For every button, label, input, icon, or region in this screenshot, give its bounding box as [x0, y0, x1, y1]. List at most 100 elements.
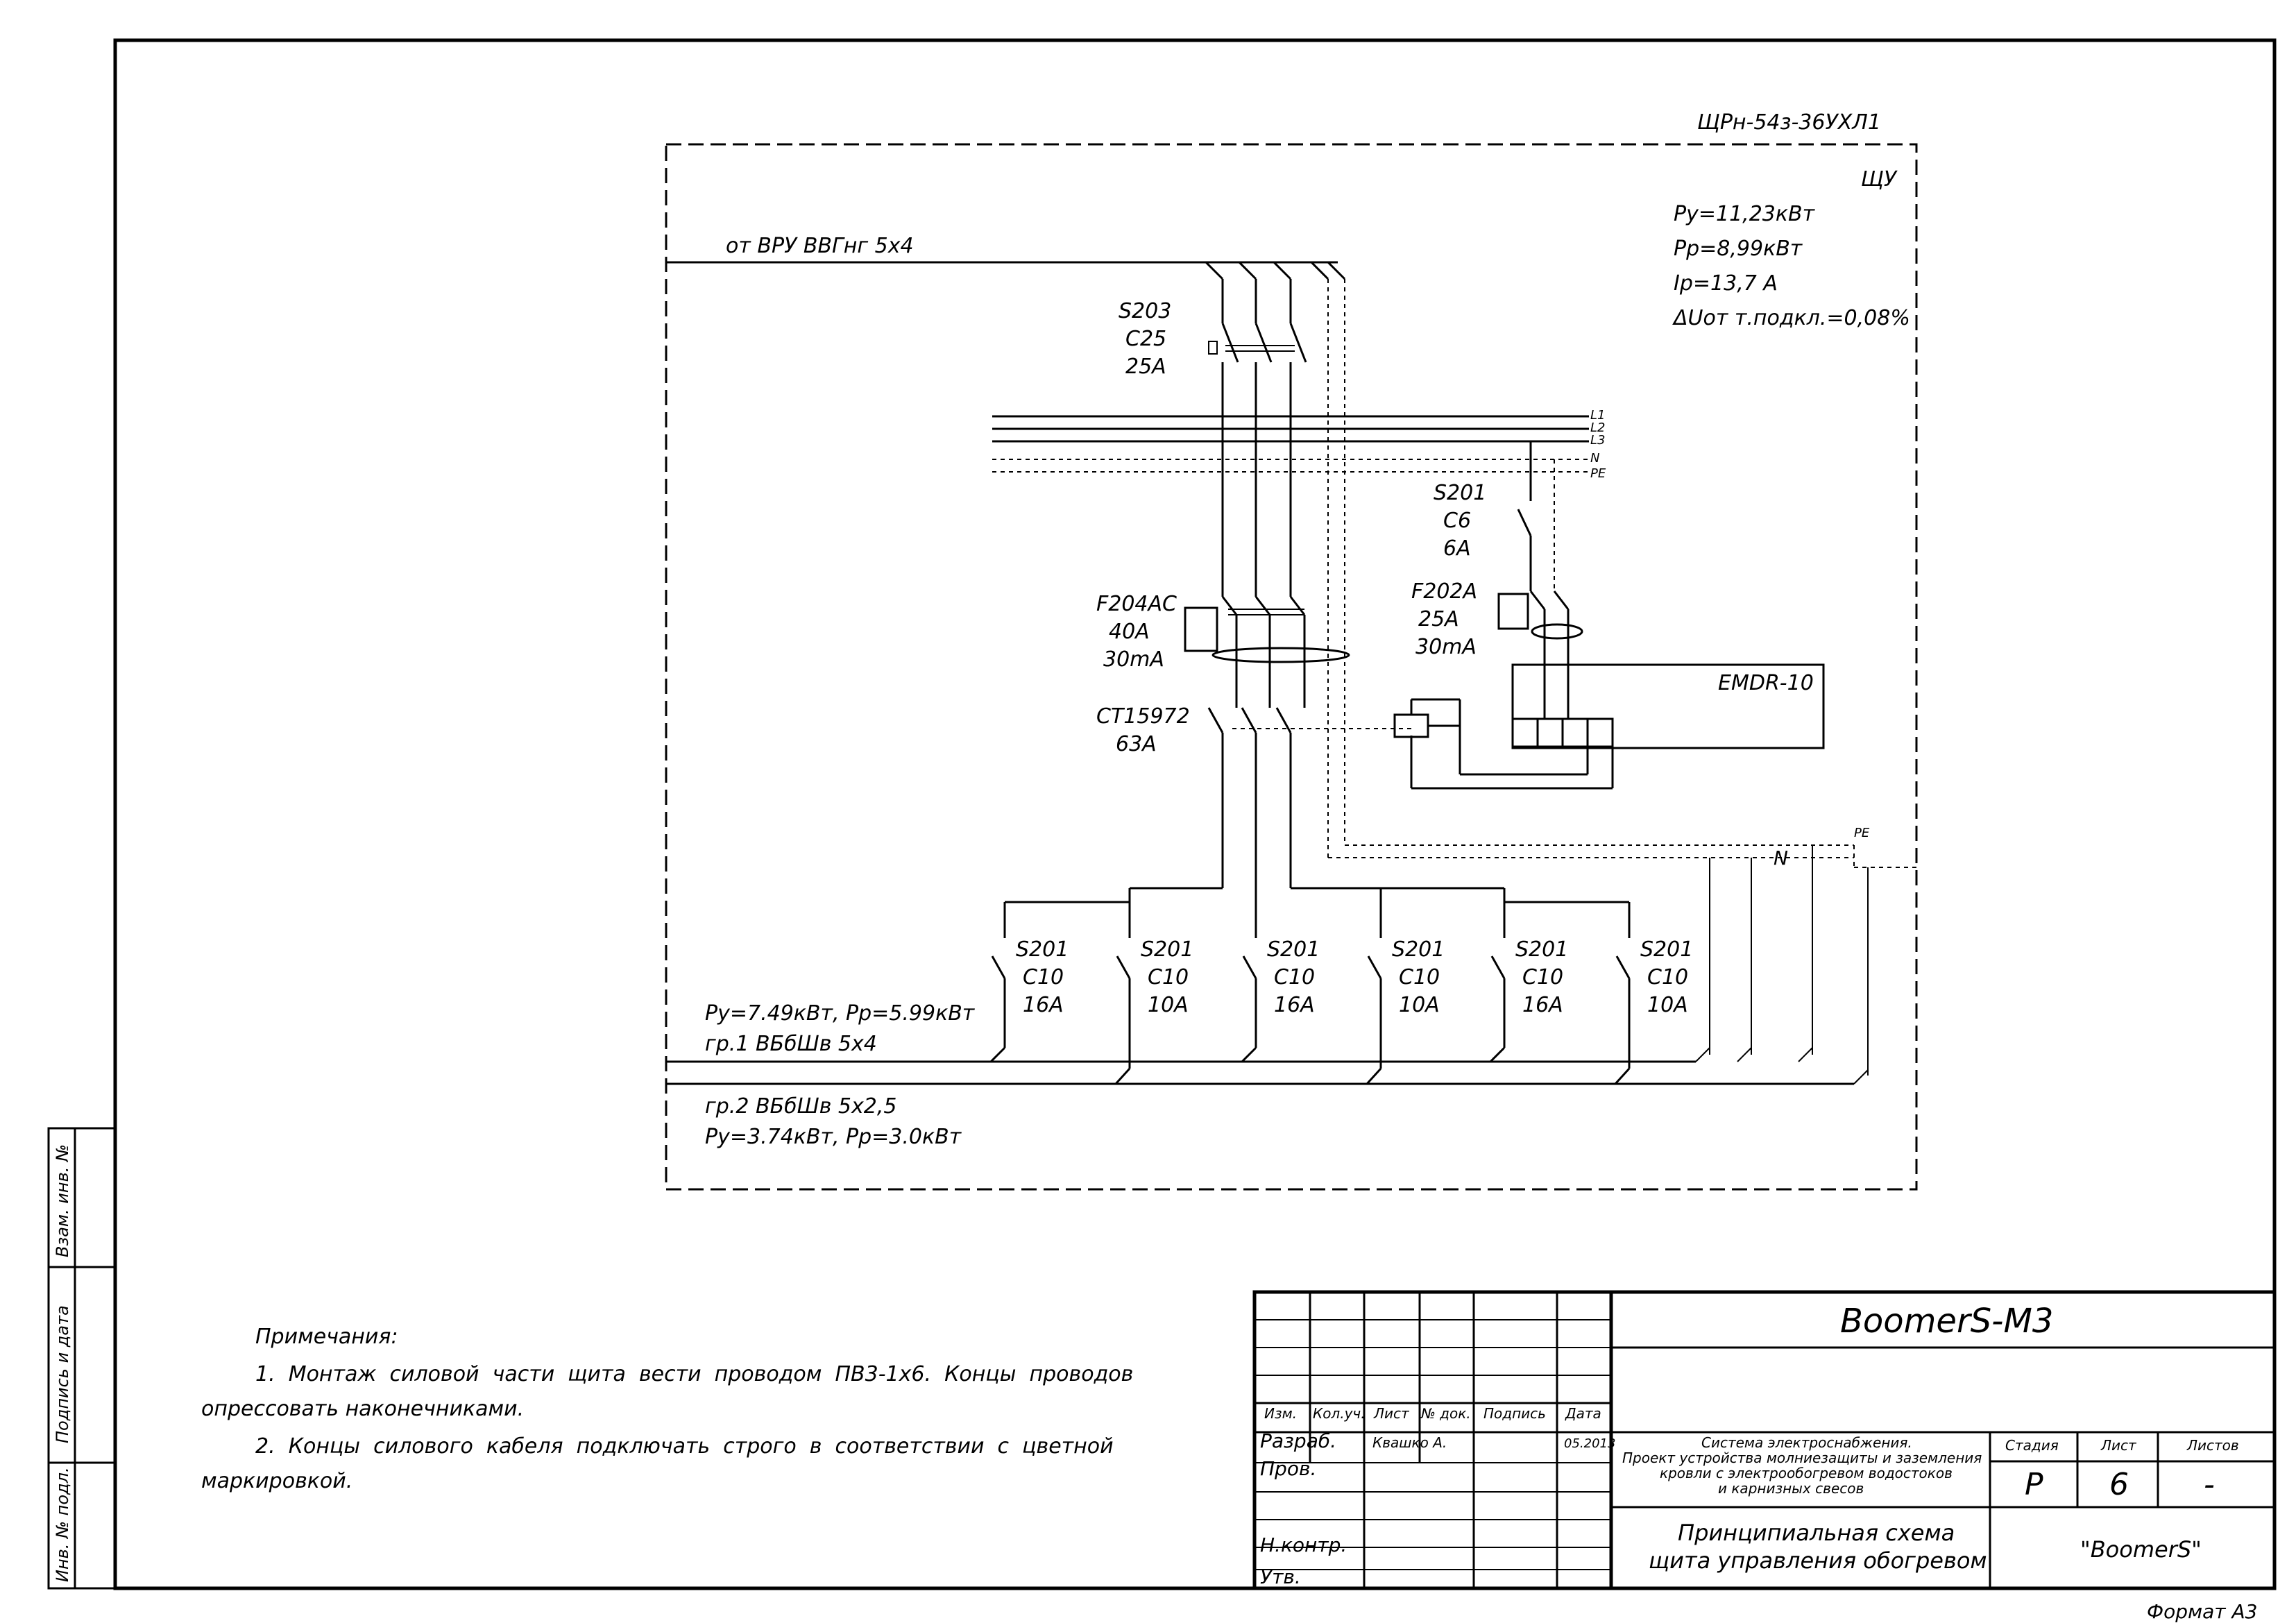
header-list: Лист: [1373, 1405, 1410, 1422]
breaker-4-rating: 10A: [1399, 993, 1440, 1017]
breaker-4-curve: C10: [1399, 965, 1440, 989]
bus-pe: PE: [1590, 466, 1606, 481]
notes-line-1b: опрессовать наконечниками.: [201, 1397, 524, 1421]
outgoing-breaker-2: S201 C10 10A: [1114, 920, 1193, 1085]
main-rcd-name: F204AC: [1096, 592, 1177, 616]
stage-header: Стадия: [2005, 1437, 2059, 1454]
aux-rcd-name: F202A: [1411, 579, 1477, 604]
outgoing-breaker-5: S201 C10 16A: [1489, 920, 1568, 1063]
title-block: BoomerS-M3 Изм. Кол.уч. Лист № док. Подп…: [1252, 1290, 2277, 1590]
sheet-header: Лист: [2100, 1437, 2137, 1454]
sheets-value: -: [2204, 1467, 2215, 1502]
pe-bus-label: PE: [1854, 826, 1870, 840]
panel-code: ЩРн-54з-36УХЛ1: [1697, 110, 1881, 135]
bus-n: N: [1590, 451, 1599, 466]
contactor: CT15972 63A: [1096, 704, 1460, 756]
header-doc: № док.: [1420, 1405, 1471, 1422]
doc-code: BoomerS-M3: [1840, 1302, 2053, 1341]
project-line-4: и карнизных свесов: [1718, 1480, 1864, 1497]
breaker-1-curve: C10: [1023, 965, 1064, 989]
outgoing-breaker-4: S201 C10 10A: [1366, 920, 1445, 1085]
group2-cable: гр.2 ВБбШв 5х2,5: [705, 1094, 896, 1119]
sheets-header: Листов: [2186, 1437, 2239, 1454]
stage-value: Р: [2025, 1467, 2043, 1502]
group1-cable: гр.1 ВБбШв 5х4: [705, 1032, 877, 1056]
param-pr: Рр=8,99кВт: [1674, 237, 1803, 261]
busbars: L1 L2 L3 N PE: [992, 279, 1606, 858]
project-line-2: Проект устройства молниезащиты и заземле…: [1622, 1450, 1982, 1466]
relay-label: EMDR-10: [1718, 671, 1814, 695]
bus-l1: L1: [1590, 408, 1605, 423]
main-rcd-rating: 40A: [1109, 620, 1150, 644]
feeder-label: от ВРУ ВВГнг 5х4: [726, 234, 914, 258]
stamp-inv-orig: Инв. № подл.: [53, 1467, 72, 1582]
aux-breaker-curve: C6: [1443, 509, 1471, 533]
outgoing-breaker-6: S201 C10 10A: [1614, 920, 1693, 1085]
group1-power: Ру=7.49кВт, Рр=5.99кВт: [705, 1001, 976, 1026]
notes: Примечания: 1. Монтаж силовой части щита…: [201, 1325, 1133, 1493]
aux-rcd-rating: 25A: [1418, 607, 1459, 631]
breaker-1-rating: 16A: [1023, 993, 1064, 1017]
header-sign: Подпись: [1483, 1405, 1546, 1422]
distribution-bus: N PE: [1003, 741, 1916, 1076]
drawing-title-1: Принципиальная схема: [1678, 1520, 1955, 1546]
bus-l2: L2: [1590, 420, 1605, 435]
developer-date: 05.2013: [1564, 1436, 1615, 1451]
role-developer: Разраб.: [1260, 1429, 1336, 1452]
header-izm: Изм.: [1264, 1405, 1297, 1422]
drawing-title-2: щита управления обогревом: [1649, 1547, 1987, 1574]
sheet-value: 6: [2109, 1467, 2129, 1502]
breaker-1-name: S201: [1016, 937, 1069, 962]
outgoing-breaker-3: S201 C10 16A: [1241, 920, 1320, 1063]
breaker-3-rating: 16A: [1274, 993, 1315, 1017]
param-pu: Ру=11,23кВт: [1674, 202, 1816, 226]
header-date: Дата: [1565, 1405, 1601, 1422]
incoming-feeder: от ВРУ ВВГнг 5х4: [666, 234, 1346, 280]
notes-line-2a: 2. Концы силового кабеля подключать стро…: [255, 1434, 1114, 1459]
main-breaker-rating: 25A: [1125, 355, 1166, 379]
group-lines: Ру=7.49кВт, Рр=5.99кВт гр.1 ВБбШв 5х4 гр…: [666, 1001, 1869, 1149]
drawing-frame: [113, 38, 2277, 1590]
project-line-1: Система электроснабжения.: [1701, 1434, 1912, 1451]
breaker-6-curve: C10: [1647, 965, 1688, 989]
main-rcd-current: 30mA: [1103, 647, 1164, 672]
notes-line-2b: маркировкой.: [201, 1469, 352, 1493]
outgoing-breakers: S201 C10 16A S201 C10 10A S201 C10 16A: [989, 920, 1693, 1085]
param-du: ΔUот т.подкл.=0,08%: [1672, 306, 1910, 330]
breaker-2-rating: 10A: [1148, 993, 1189, 1017]
aux-rcd-current: 30mA: [1415, 635, 1477, 659]
breaker-5-name: S201: [1515, 937, 1568, 962]
stamp-signature-date: Подпись и дата: [53, 1305, 72, 1443]
breaker-6-rating: 10A: [1647, 993, 1688, 1017]
outgoing-breaker-1: S201 C10 16A: [989, 920, 1069, 1063]
panel-label: ЩУ: [1861, 167, 1898, 192]
breaker-5-curve: C10: [1522, 965, 1563, 989]
breaker-2-name: S201: [1141, 937, 1193, 962]
breaker-3-curve: C10: [1274, 965, 1315, 989]
param-ir: Iр=13,7 А: [1674, 271, 1778, 296]
relay-emdr: EMDR-10: [1410, 663, 1825, 790]
group2-power: Ру=3.74кВт, Рр=3.0кВт: [705, 1125, 962, 1149]
aux-breaker: S201 C6 6A: [1434, 441, 1555, 591]
role-norm-control: Н.контр.: [1260, 1533, 1347, 1556]
notes-line-1a: 1. Монтаж силовой части щита вести прово…: [255, 1362, 1133, 1386]
side-stamp: Взам. инв. № Подпись и дата Инв. № подл.: [47, 1127, 117, 1590]
contactor-rating: 63A: [1116, 732, 1157, 756]
breaker-3-name: S201: [1267, 937, 1320, 962]
notes-title: Примечания:: [255, 1325, 398, 1349]
format-label: Формат А3: [2147, 1600, 2257, 1623]
aux-breaker-rating: 6A: [1443, 536, 1471, 561]
role-checker: Пров.: [1260, 1457, 1316, 1480]
bus-l3: L3: [1590, 433, 1605, 448]
breaker-2-curve: C10: [1148, 965, 1189, 989]
main-rcd: F204AC 40A 30mA: [1096, 592, 1350, 708]
role-approver: Утв.: [1260, 1565, 1301, 1588]
company-name: "BoomerS": [2080, 1536, 2202, 1563]
stamp-replace-inv: Взам. инв. №: [53, 1144, 72, 1257]
header-kol: Кол.уч.: [1313, 1405, 1366, 1422]
contactor-name: CT15972: [1096, 704, 1190, 729]
aux-breaker-name: S201: [1434, 481, 1486, 505]
n-bus-label: N: [1774, 847, 1788, 869]
panel-enclosure: [665, 143, 1918, 1191]
breaker-5-rating: 16A: [1522, 993, 1563, 1017]
